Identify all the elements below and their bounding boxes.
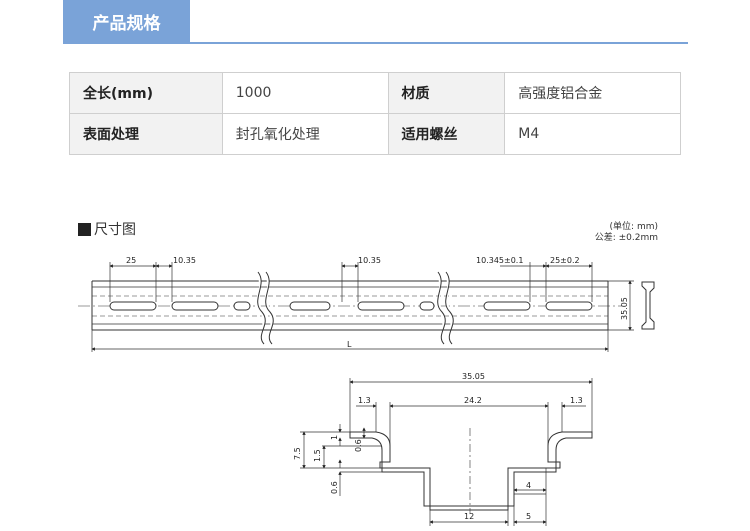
spec-table: 全长(mm) 1000 材质 高强度铝合金 表面处理 封孔氧化处理 适用螺丝 M…: [69, 72, 681, 155]
side-dimension-lines: [91, 262, 634, 352]
dim-lip: 1: [330, 435, 339, 440]
section-title: 产品规格: [92, 13, 161, 34]
dim-total-length: L: [347, 340, 352, 349]
rail-slots: [109, 301, 593, 311]
table-row: 表面处理 封孔氧化处理 适用螺丝 M4: [69, 113, 681, 155]
dim-base-width: 12: [464, 512, 474, 521]
dim-section-width: 35.05: [462, 372, 485, 381]
table-row: 全长(mm) 1000 材质 高强度铝合金: [69, 72, 681, 114]
dimension-title-text: 尺寸图: [94, 222, 136, 238]
spec-label-material: 材质: [387, 72, 506, 114]
dim-thickness-b: 0.6: [330, 481, 339, 494]
spec-value-material: 高强度铝合金: [504, 72, 681, 114]
dim-mid-height: 1.5: [313, 449, 322, 462]
header-divider: [63, 42, 688, 44]
rail-side-view: [78, 280, 622, 331]
break-marks: [257, 271, 454, 345]
dim-left-edge: 1.3: [358, 396, 371, 405]
dimension-title: 尺寸图: [78, 219, 136, 239]
dim-rail-height: 35.05: [620, 297, 629, 320]
section-dimension-lines: [300, 378, 593, 526]
dim-slot-length: 25: [126, 256, 136, 265]
units-note: (单位: mm) 公差: ±0.2mm: [595, 222, 658, 244]
rail-cross-section: [349, 428, 593, 514]
rail-end-profile: [641, 281, 655, 330]
dim-slot-gap-mid: 10.35: [358, 256, 381, 265]
spec-label-finish: 表面处理: [69, 113, 223, 155]
dim-slot-pitch: 10.345±0.1: [476, 256, 523, 265]
dim-slot-length-tol: 25±0.2: [550, 256, 580, 265]
dim-total-height: 7.5: [293, 447, 302, 460]
square-bullet-icon: [78, 222, 91, 236]
spec-label-length: 全长(mm): [69, 72, 223, 114]
spec-value-screw: M4: [504, 113, 681, 155]
dim-inner-width: 24.2: [464, 396, 482, 405]
unit-label: (单位: mm): [609, 222, 658, 232]
dim-thickness-a: 0.6: [354, 439, 363, 452]
dim-slot-width: 4: [526, 481, 531, 490]
dim-slot-offset: 5: [526, 512, 531, 521]
dim-right-edge: 1.3: [570, 396, 583, 405]
spec-value-finish: 封孔氧化处理: [221, 113, 389, 155]
section-header-tab: 产品规格: [63, 0, 190, 42]
tolerance-label: 公差: ±0.2mm: [594, 233, 658, 243]
spec-label-screw: 适用螺丝: [387, 113, 506, 155]
dim-slot-gap: 10.35: [173, 256, 196, 265]
